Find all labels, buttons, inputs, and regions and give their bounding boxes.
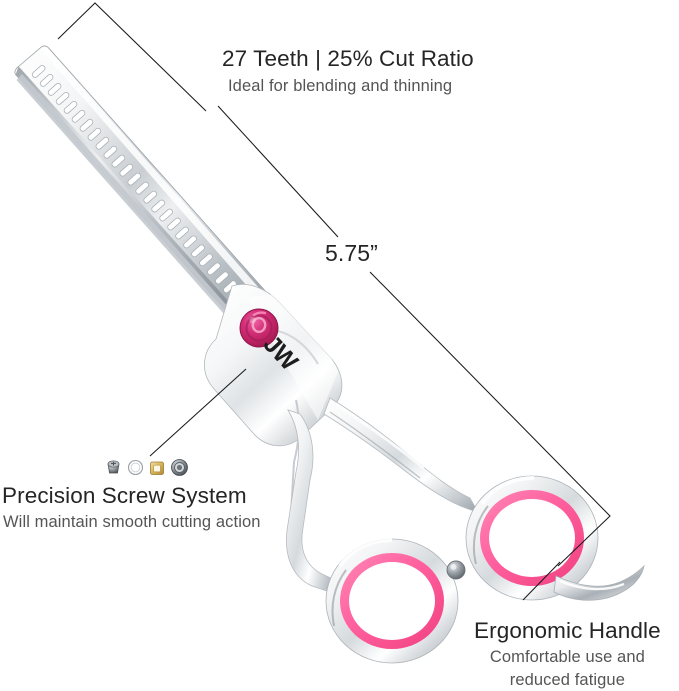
blade-teeth — [31, 65, 253, 312]
callout-length: 5.75” — [325, 240, 378, 267]
handle-subtitle-line2: reduced fatigue — [509, 670, 625, 689]
finger-rest-tail — [553, 564, 645, 601]
length-value: 5.75” — [325, 240, 378, 266]
leader-screw — [149, 368, 247, 457]
teeth-title: 27 Teeth | 25% Cut Ratio — [222, 46, 474, 71]
screw-subtitle: Will maintain smooth cutting action — [3, 512, 261, 531]
handle-subtitle-line1: Comfortable use and — [489, 647, 645, 666]
teeth-subtitle: Ideal for blending and thinning — [228, 76, 453, 95]
screw-title: Precision Screw System — [2, 483, 247, 508]
left-shank — [286, 399, 336, 593]
leader-length-lower — [369, 271, 611, 567]
handle-ring-left — [325, 538, 459, 664]
screw-parts-row — [104, 458, 189, 477]
tension-screw-jewel — [239, 308, 279, 348]
leader-teeth — [57, 2, 207, 112]
leader-length-upper — [217, 105, 339, 238]
handle-title: Ergonomic Handle — [474, 618, 661, 643]
callout-teeth: 27 Teeth | 25% Cut Ratio Ideal for blend… — [222, 46, 474, 97]
handle-adjuster-knob — [446, 560, 466, 580]
lock-nut-icon — [171, 459, 188, 476]
handle-ring-right — [465, 475, 599, 601]
callout-handle: Ergonomic Handle Comfortable use and red… — [474, 618, 661, 691]
washer-ring-icon — [127, 459, 144, 476]
screw-head-icon — [107, 460, 120, 474]
toothed-blade — [14, 45, 278, 333]
lower-blade-edge — [16, 74, 252, 336]
leader-handle — [522, 561, 561, 601]
gold-square-washer-icon — [150, 461, 164, 475]
callout-screw: Precision Screw System Will maintain smo… — [2, 483, 261, 533]
